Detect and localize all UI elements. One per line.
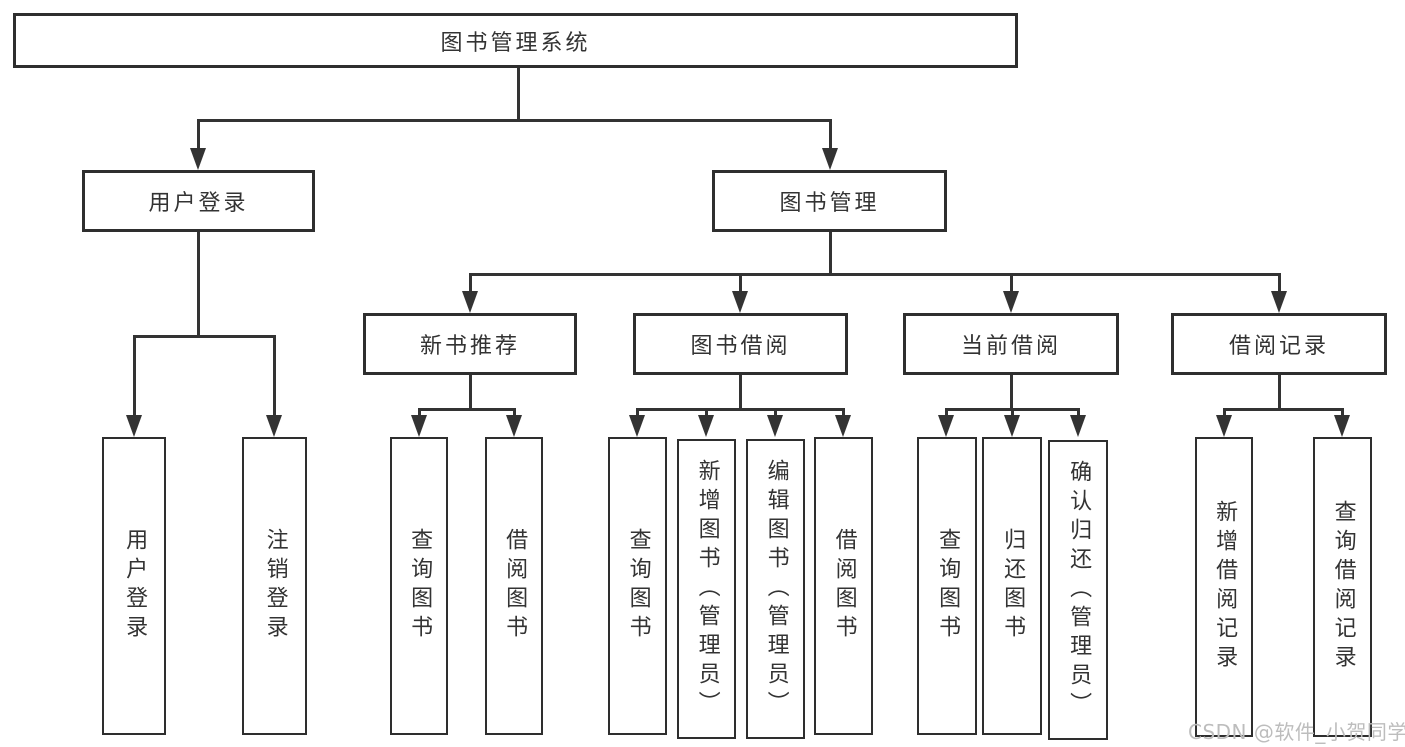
arrow-down-icon (1334, 415, 1350, 437)
node-label-current-borrowing: 当前借阅 (960, 334, 1061, 359)
node-label-leaf-logout: 注销登录 (262, 528, 288, 644)
node-label-leaf-query-books-2: 查询图书 (625, 528, 651, 644)
connector-line (196, 232, 200, 338)
connector-line (773, 408, 777, 417)
arrow-down-icon (835, 415, 851, 437)
node-leaf-edit-books: 编辑图书（管理员） (746, 439, 805, 739)
node-label-root: 图书管理系统 (440, 30, 591, 56)
node-label-user-login: 用户登录 (148, 191, 249, 216)
node-label-leaf-borrow-books-1: 借阅图书 (502, 528, 528, 644)
node-label-leaf-confirm-return: 确认归还（管理员） (1066, 459, 1092, 721)
node-root: 图书管理系统 (13, 13, 1018, 68)
node-leaf-borrow-books-2: 借阅图书 (814, 437, 873, 735)
node-label-book-borrowing: 图书借阅 (690, 334, 791, 359)
connector-line (704, 408, 708, 417)
connector-line (841, 408, 845, 417)
arrow-down-icon (126, 415, 142, 437)
node-leaf-query-books-1: 查询图书 (390, 437, 448, 735)
arrow-down-icon (732, 291, 748, 313)
connector-line (828, 119, 832, 150)
node-borrowing-records: 借阅记录 (1171, 313, 1387, 375)
node-label-leaf-borrow-books-2: 借阅图书 (831, 528, 857, 644)
arrow-down-icon (462, 291, 478, 313)
node-label-book-management: 图书管理 (779, 191, 880, 216)
arrow-down-icon (506, 415, 522, 437)
connector-line (468, 273, 472, 293)
arrow-down-icon (266, 415, 282, 437)
node-leaf-borrow-books-1: 借阅图书 (485, 437, 543, 735)
node-label-leaf-user-login: 用户登录 (122, 528, 148, 644)
connector-line (512, 408, 516, 417)
connector-line (635, 408, 639, 417)
node-leaf-return-books: 归还图书 (982, 437, 1042, 735)
node-book-management: 图书管理 (712, 170, 947, 232)
node-leaf-logout: 注销登录 (242, 437, 307, 735)
arrow-down-icon (629, 415, 645, 437)
node-leaf-add-books: 新增图书（管理员） (677, 439, 736, 739)
node-label-new-book-recommend: 新书推荐 (419, 334, 520, 359)
arrow-down-icon (1004, 415, 1020, 437)
connector-line (1277, 375, 1281, 411)
node-new-book-recommend: 新书推荐 (363, 313, 577, 375)
connector-line (468, 273, 1281, 276)
node-leaf-query-books-3: 查询图书 (917, 437, 977, 735)
connector-line (635, 408, 845, 411)
connector-line (417, 408, 421, 417)
node-label-leaf-edit-books: 编辑图书（管理员） (763, 458, 789, 720)
connector-line (132, 335, 276, 338)
arrow-down-icon (1216, 415, 1232, 437)
connector-line (1009, 273, 1013, 293)
node-label-leaf-query-books-3: 查询图书 (935, 528, 961, 644)
node-leaf-user-login: 用户登录 (102, 437, 166, 735)
arrow-down-icon (767, 415, 783, 437)
node-label-leaf-add-books: 新增图书（管理员） (694, 458, 720, 720)
node-leaf-query-borrow-record: 查询借阅记录 (1313, 437, 1372, 737)
connector-line (1277, 273, 1281, 293)
connector-line (1010, 408, 1014, 417)
csdn-watermark: CSDN @软件_小贺同学 (1188, 720, 1405, 744)
node-current-borrowing: 当前借阅 (903, 313, 1119, 375)
node-label-leaf-add-borrow-record: 新增借阅记录 (1212, 500, 1238, 674)
connector-line (516, 68, 520, 122)
connector-line (828, 232, 832, 276)
arrow-down-icon (822, 148, 838, 170)
node-user-login: 用户登录 (82, 170, 315, 232)
connector-line (1222, 408, 1344, 411)
connector-line (468, 375, 472, 411)
arrow-down-icon (1070, 415, 1086, 437)
node-label-borrowing-records: 借阅记录 (1228, 334, 1329, 359)
node-label-leaf-query-books-1: 查询图书 (407, 528, 433, 644)
connector-line (272, 335, 276, 417)
node-book-borrowing: 图书借阅 (633, 313, 848, 375)
arrow-down-icon (938, 415, 954, 437)
node-label-leaf-query-borrow-record: 查询借阅记录 (1330, 500, 1356, 674)
node-label-leaf-return-books: 归还图书 (1000, 528, 1026, 644)
connector-line (944, 408, 948, 417)
arrow-down-icon (1271, 291, 1287, 313)
connector-line (196, 119, 832, 122)
connector-line (1076, 408, 1080, 417)
connector-line (738, 273, 742, 293)
node-leaf-add-borrow-record: 新增借阅记录 (1195, 437, 1253, 737)
connector-line (1340, 408, 1344, 417)
connector-line (1009, 375, 1013, 411)
connector-line (196, 119, 200, 150)
arrow-down-icon (1003, 291, 1019, 313)
connector-line (417, 408, 516, 411)
arrow-down-icon (190, 148, 206, 170)
connector-line (738, 375, 742, 411)
node-leaf-confirm-return: 确认归还（管理员） (1048, 440, 1108, 740)
connector-line (1222, 408, 1226, 417)
arrow-down-icon (698, 415, 714, 437)
connector-line (132, 335, 136, 417)
node-leaf-query-books-2: 查询图书 (608, 437, 667, 735)
arrow-down-icon (411, 415, 427, 437)
